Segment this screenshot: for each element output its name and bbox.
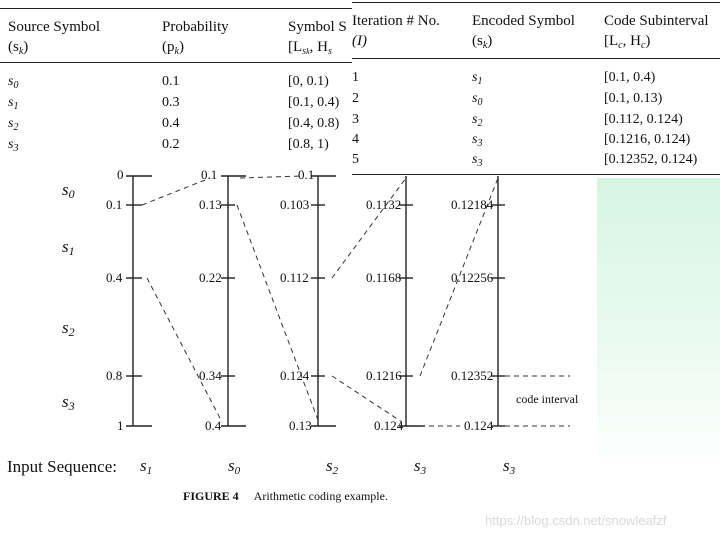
header-symbol-subinterval: Symbol S [288, 19, 347, 35]
tick-label: 0.12352 [451, 368, 494, 383]
table-cell: [0.1, 0.4) [288, 95, 340, 110]
header-code-subinterval-sub: [Lc, Hc) [604, 33, 651, 51]
zoom-line [239, 175, 303, 179]
table-cell: s2 [8, 116, 19, 133]
table-rule-bottom [352, 174, 720, 175]
tick-label: 0.124 [464, 418, 494, 433]
table-rule [0, 62, 352, 63]
input-sequence-label: Input Sequence: [7, 457, 117, 476]
table-cell: [0.112, 0.124) [604, 112, 683, 127]
table-rule-top [0, 8, 352, 9]
tick-label: 0.1168 [366, 270, 402, 285]
table-cell: [0.1216, 0.124) [604, 132, 691, 147]
probability-table: Source Symbol (sk) Probability (pk) Symb… [0, 0, 352, 165]
watermark: https://blog.csdn.net/snowleafzf [485, 513, 667, 528]
table-cell: s2 [472, 112, 483, 129]
input-symbol: s3 [414, 456, 427, 477]
tick-label: 0.1 [201, 167, 218, 182]
header-probability-sub: (pk) [162, 39, 184, 57]
table-cell: [0.1, 0.4) [604, 70, 656, 85]
tick-label: 0.112 [280, 270, 309, 285]
table-cell: [0.4, 0.8) [288, 116, 340, 131]
arithmetic-coding-diagram [126, 175, 570, 427]
table-cell: 5 [352, 152, 359, 167]
header-iteration-sub: (I) [352, 33, 367, 49]
table-cell: [0.1, 0.13) [604, 91, 663, 106]
input-symbol: s2 [326, 456, 339, 477]
table-cell: s3 [8, 137, 19, 154]
table-cell: [0, 0.1) [288, 74, 329, 89]
table-cell: 0.1 [162, 74, 180, 89]
zoom-line [141, 177, 211, 206]
input-symbol: s0 [228, 456, 241, 477]
zoom-line [331, 177, 407, 279]
symbol-label: s3 [62, 392, 75, 413]
tick-label: 0.8 [106, 368, 123, 383]
tick-label: 0.4 [106, 270, 123, 285]
table-cell: s1 [8, 95, 19, 112]
tick-label: 0.13 [289, 418, 312, 433]
tick-label: 0.124 [374, 418, 404, 433]
table-cell: s0 [472, 91, 483, 108]
input-symbol: s3 [503, 456, 516, 477]
header-iteration: Iteration # No. [352, 13, 440, 29]
table-cell: s0 [8, 74, 19, 91]
tick-label: 0.34 [199, 368, 222, 383]
table-cell: [0.8, 1) [288, 137, 329, 152]
header-encoded-symbol: Encoded Symbol [472, 13, 575, 29]
header-symbol-subinterval-sub: [Lsk, Hs [288, 39, 332, 57]
highlight-panel [597, 178, 720, 468]
header-encoded-symbol-sub: (sk) [472, 33, 493, 51]
header-code-subinterval: Code Subinterval [604, 13, 709, 29]
encoding-table: Iteration # No. (I) Encoded Symbol (sk) … [352, 0, 720, 176]
table-cell: 0.2 [162, 137, 180, 152]
zoom-line [236, 204, 319, 421]
tick-label: 0.1 [298, 167, 315, 182]
figure-text: Arithmetic coding example. [253, 489, 388, 503]
tick-label: 0.1132 [366, 197, 402, 212]
table-cell: s3 [472, 152, 483, 169]
tick-label: 0.22 [199, 270, 222, 285]
table-cell: s1 [472, 70, 483, 87]
table-rule-top [352, 2, 720, 3]
table-cell: 3 [352, 112, 359, 127]
tick-label: 0.1 [106, 197, 123, 212]
figure-caption: FIGURE 4 Arithmetic coding example. [183, 489, 388, 504]
zoom-line [146, 277, 223, 423]
code-interval-label: code interval [516, 392, 579, 406]
tick-label: 0.1216 [366, 368, 402, 383]
table-cell: 0.3 [162, 95, 180, 110]
table-cell: 0.4 [162, 116, 180, 131]
tick-label: 0.4 [205, 418, 222, 433]
table-cell: s3 [472, 132, 483, 149]
tick-label: 0.124 [280, 368, 310, 383]
table-rule [352, 58, 720, 59]
header-probability: Probability [162, 19, 229, 35]
symbol-label: s0 [62, 180, 75, 201]
tick-label: 1 [117, 418, 124, 433]
zoom-line [331, 375, 403, 423]
input-symbol: s1 [140, 456, 153, 477]
table-cell: 2 [352, 91, 359, 106]
table-cell: 1 [352, 70, 359, 85]
symbol-label: s2 [62, 318, 75, 339]
figure-label: FIGURE 4 [183, 489, 239, 503]
tick-label: 0.13 [199, 197, 222, 212]
symbol-label: s1 [62, 237, 75, 258]
tick-label: 0 [117, 167, 124, 182]
table-cell: [0.12352, 0.124) [604, 152, 698, 167]
tick-label: 0.12256 [451, 270, 494, 285]
tick-label: 0.12184 [451, 197, 494, 212]
header-source-symbol: Source Symbol [8, 19, 101, 35]
table-cell: 4 [352, 132, 359, 147]
header-source-symbol-sub: (sk) [8, 39, 29, 57]
tick-label: 0.103 [280, 197, 310, 212]
